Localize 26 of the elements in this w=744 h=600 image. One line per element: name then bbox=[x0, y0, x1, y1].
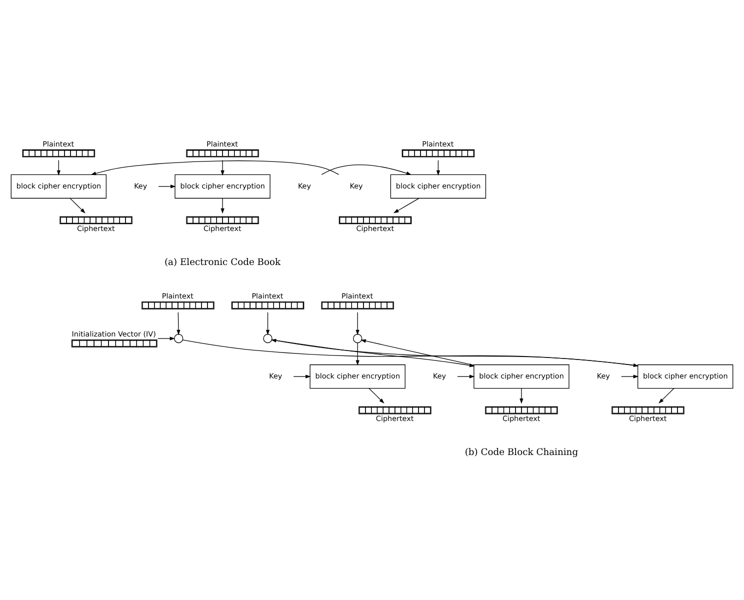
node-circle bbox=[174, 333, 184, 343]
arrow bbox=[157, 336, 176, 340]
arrow bbox=[90, 160, 340, 175]
arrow bbox=[658, 388, 674, 403]
arrow bbox=[360, 338, 474, 366]
arrow bbox=[321, 164, 412, 174]
arrow bbox=[56, 159, 60, 176]
arrow bbox=[394, 197, 420, 213]
arrow bbox=[220, 197, 224, 214]
arrow bbox=[293, 374, 311, 378]
arrow bbox=[70, 197, 86, 213]
label: (a) Electronic Code Book bbox=[164, 256, 281, 268]
arrow bbox=[520, 388, 524, 404]
arrow bbox=[220, 159, 224, 176]
node-circle bbox=[353, 333, 362, 343]
arrow bbox=[176, 312, 180, 335]
arrow bbox=[368, 388, 384, 403]
label: (b) Code Block Chaining bbox=[464, 446, 578, 458]
arrow bbox=[436, 159, 440, 176]
node-circle bbox=[263, 333, 272, 343]
arrow bbox=[457, 374, 475, 378]
arrow bbox=[158, 184, 176, 188]
arrow bbox=[266, 312, 270, 335]
arrow bbox=[620, 374, 639, 378]
arrow bbox=[356, 312, 360, 335]
arrow bbox=[356, 342, 360, 365]
